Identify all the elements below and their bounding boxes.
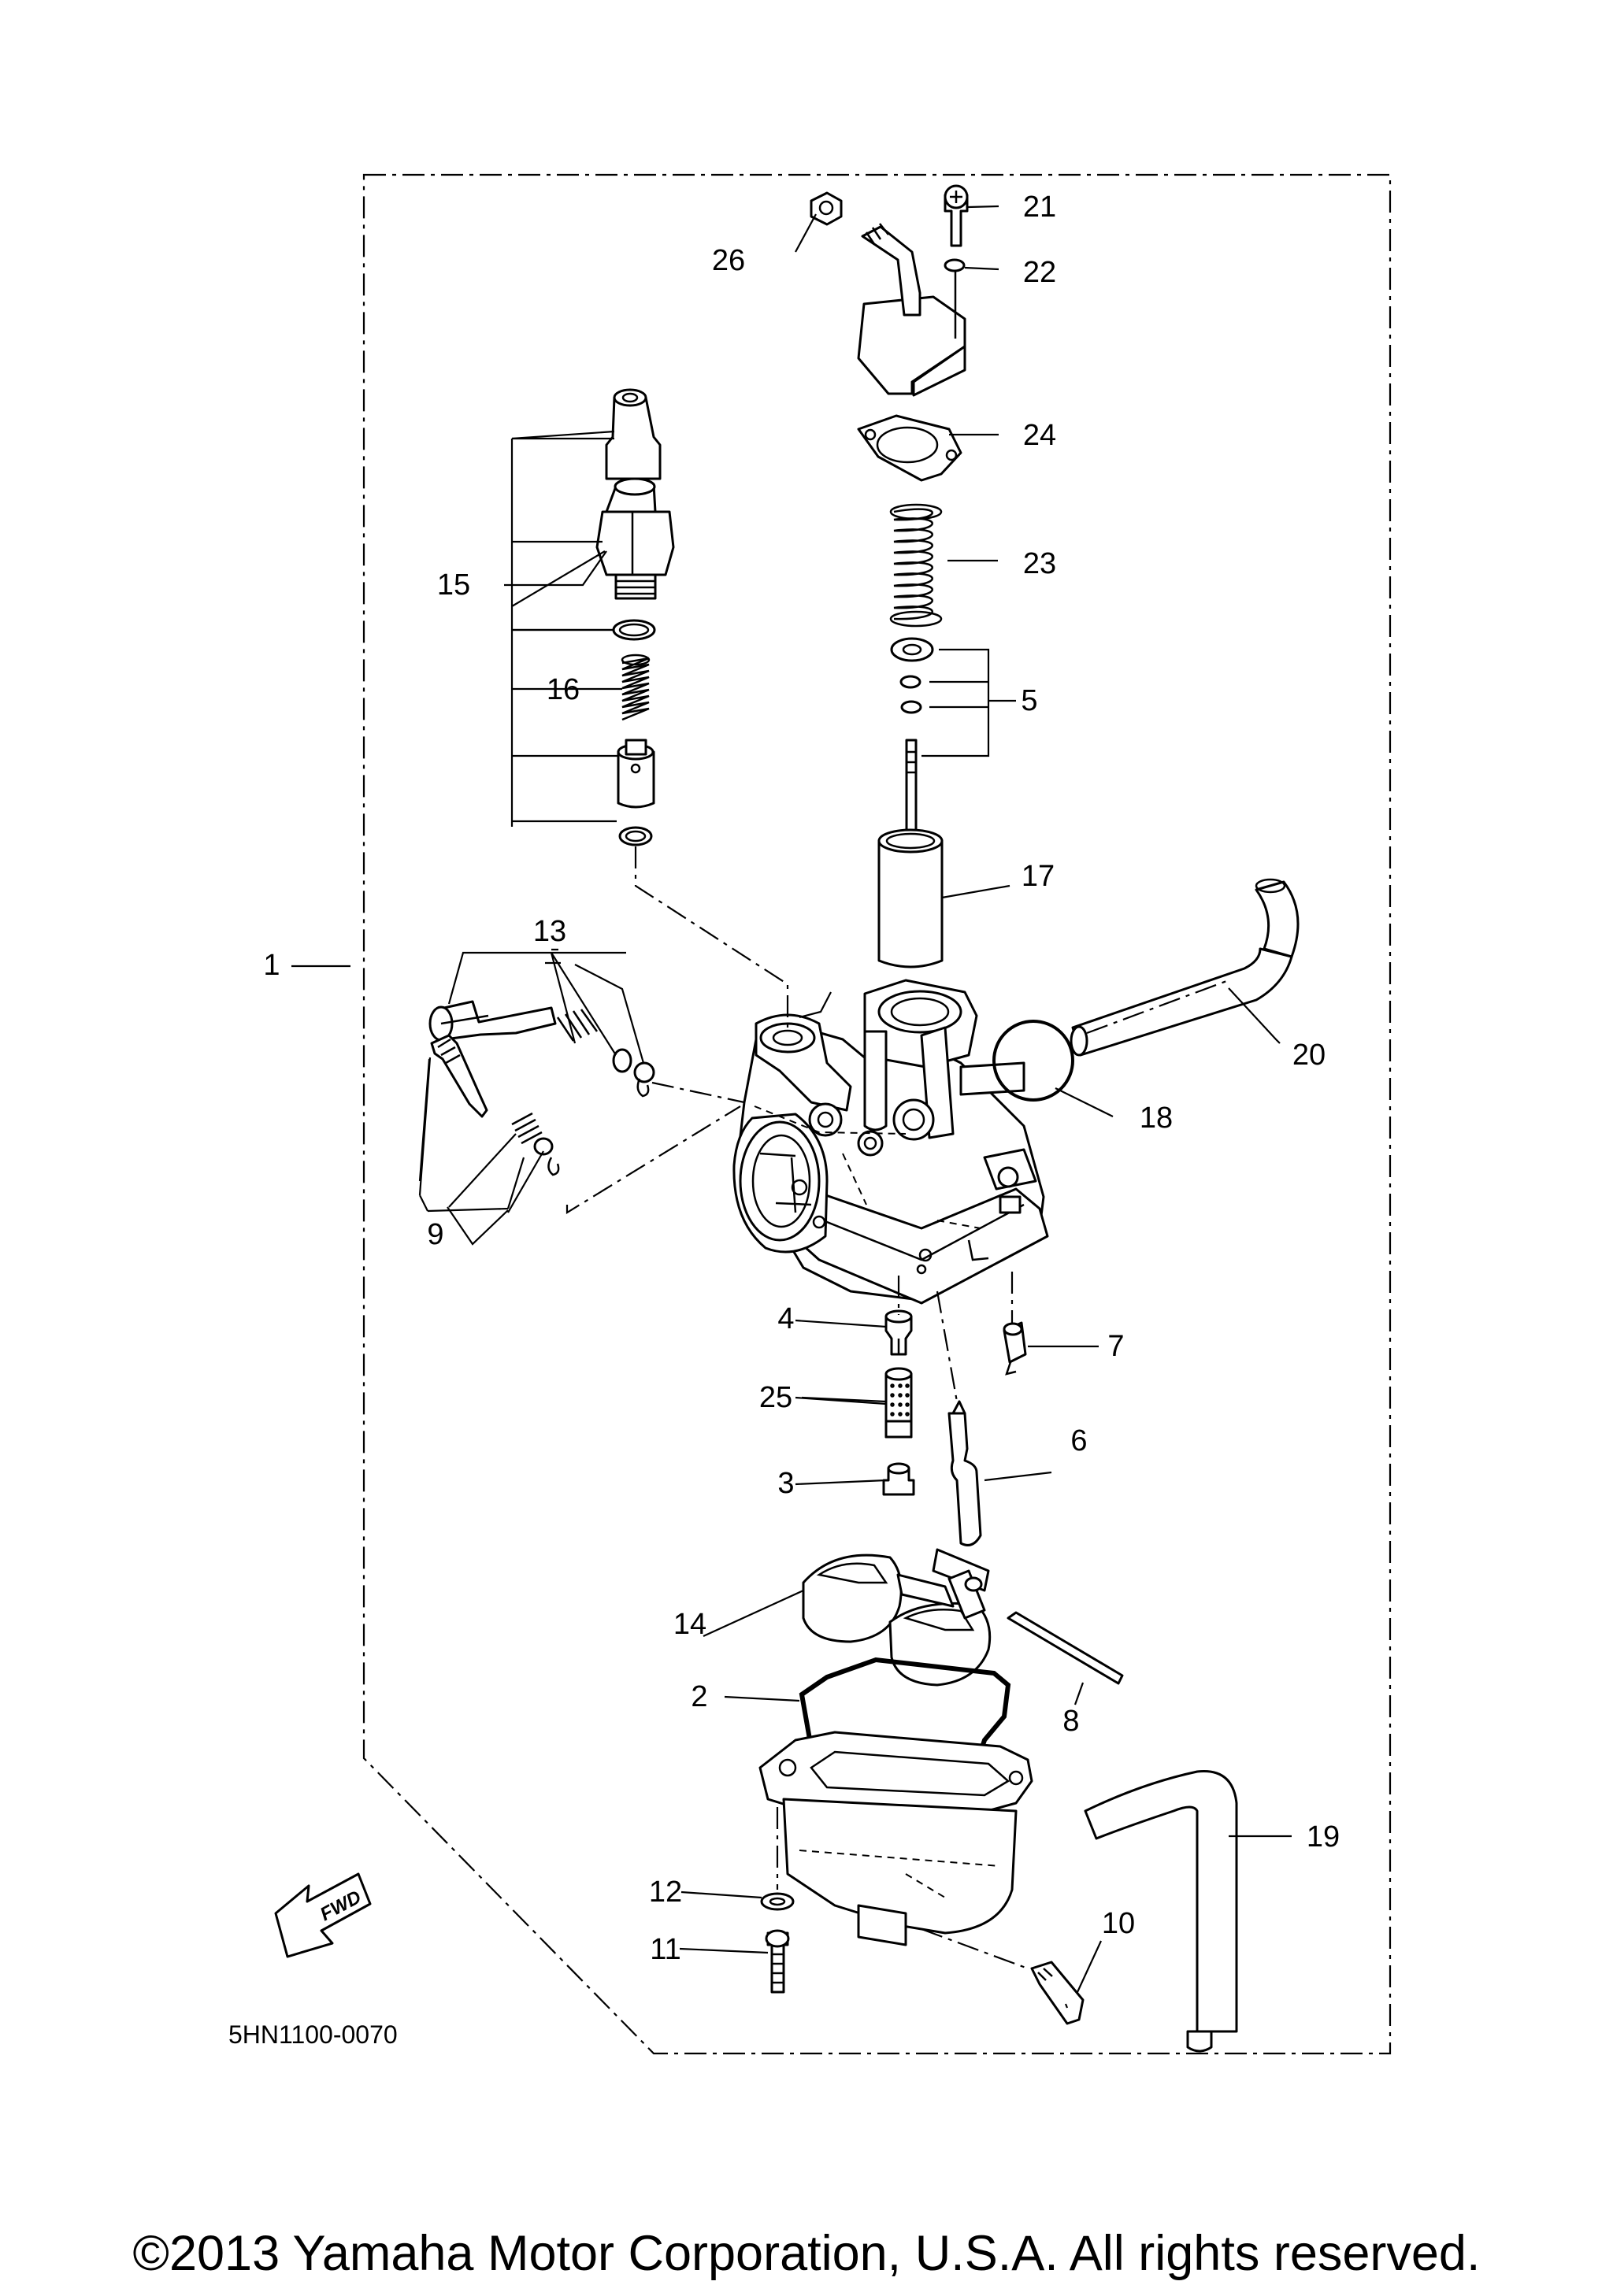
callout-22: 22 [1023,256,1056,289]
callout-26: 26 [712,244,745,277]
callout-25: 25 [759,1381,792,1414]
callout-20: 20 [1292,1039,1326,1072]
callout-8: 8 [1062,1705,1079,1738]
callout-4: 4 [777,1302,794,1335]
part-group-jets [882,1309,915,1496]
callout-9: 9 [427,1218,443,1251]
callout-19: 19 [1307,1820,1340,1853]
part-group-top-cover [810,184,969,482]
callout-17: 17 [1022,860,1055,893]
carburetor-body [732,979,1049,1305]
part-group-float [802,1548,1124,1687]
fwd-arrow-icon: FWD [274,1872,372,1958]
callout-16: 16 [547,673,580,706]
callout-5: 5 [1021,684,1037,717]
callout-18: 18 [1140,1102,1173,1135]
callout-1: 1 [263,949,280,982]
part-group-starter-plunger [595,388,675,846]
callout-7: 7 [1107,1330,1124,1363]
callout-labels: 1 2 3 4 5 6 7 8 9 10 11 12 13 14 15 16 1… [263,191,1340,1966]
part-group-float-bowl [758,878,1300,2053]
callout-21: 21 [1023,191,1056,224]
callout-24: 24 [1023,419,1056,452]
leader-lines [291,205,1292,2009]
callout-13: 13 [533,915,566,948]
callout-10: 10 [1102,1907,1135,1940]
callout-6: 6 [1070,1424,1087,1457]
callout-15: 15 [437,568,470,602]
copyright-notice: ©2013 Yamaha Motor Corporation, U.S.A. A… [132,2226,1481,2281]
part-group-pilot-screw [428,1000,655,1098]
assembly-boundary [362,173,1392,2055]
callout-2: 2 [691,1680,707,1713]
callout-11: 11 [650,1933,680,1966]
throttle-valve [877,828,944,968]
callout-23: 23 [1023,547,1056,580]
callout-12: 12 [649,1876,682,1909]
diagram-code: 5HN1100-0070 [228,2020,398,2049]
callout-14: 14 [673,1608,706,1641]
callout-3: 3 [777,1467,794,1500]
assembly-centerlines [565,846,1229,1970]
part-group-needle-valve [947,1321,1027,1546]
part-group-throttle-screw [430,1034,560,1176]
